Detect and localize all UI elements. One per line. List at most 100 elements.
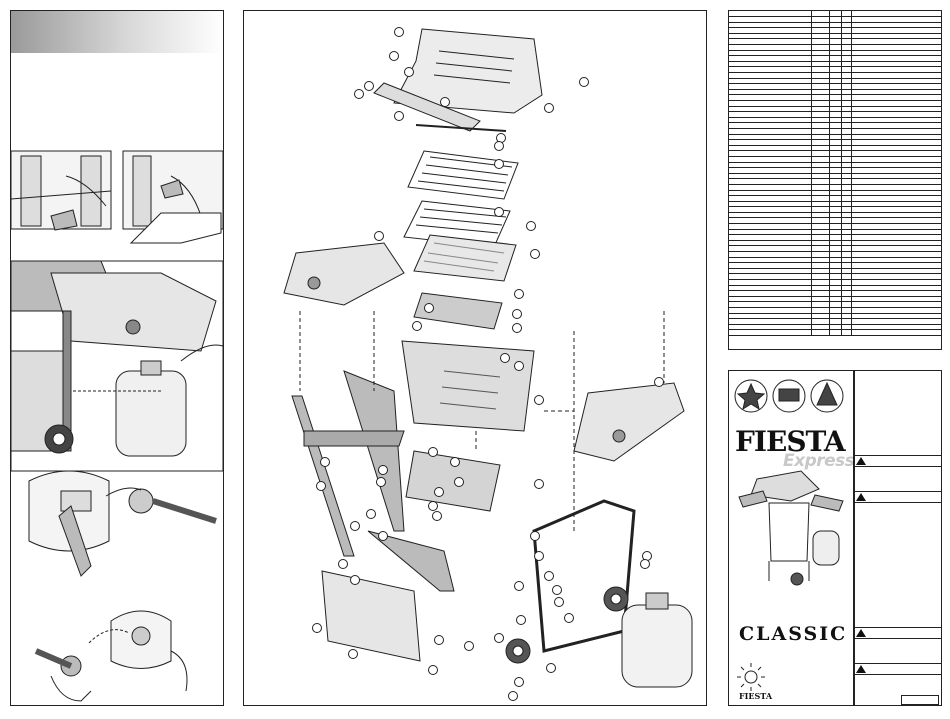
parts-table-row <box>729 206 941 213</box>
parts-table-row <box>729 72 941 79</box>
parts-table-row <box>729 201 941 208</box>
parts-table-cell <box>851 240 941 247</box>
right-side-shelf <box>573 382 685 462</box>
parts-table-cell <box>829 251 842 258</box>
parts-table-cell <box>829 38 842 46</box>
parts-table-cell <box>811 245 830 252</box>
part-callout <box>494 633 504 643</box>
parts-table-cell <box>729 262 812 269</box>
part-callout <box>464 641 474 651</box>
parts-table-cell <box>829 262 842 269</box>
part-callout <box>428 665 438 675</box>
parts-table-cell <box>829 201 842 208</box>
parts-table-row <box>729 324 941 331</box>
part-callout <box>320 457 330 467</box>
part-callout <box>526 221 536 231</box>
parts-table-cell <box>829 329 842 336</box>
parts-table-cell <box>829 44 842 51</box>
parts-table-cell <box>841 33 852 40</box>
parts-table-cell <box>851 178 941 185</box>
parts-table-cell <box>851 285 941 292</box>
parts-table-cell <box>851 94 941 101</box>
exploded-view-drawing <box>283 28 693 688</box>
parts-table-cell <box>829 150 842 157</box>
part-callout <box>534 395 544 405</box>
parts-table-row <box>729 234 941 241</box>
parts-table-row <box>729 329 941 336</box>
parts-table-cell <box>811 89 830 96</box>
parts-table-cell <box>811 273 830 280</box>
parts-table-row <box>729 100 941 107</box>
certification-seals <box>734 379 844 691</box>
parts-table-cell <box>729 234 812 241</box>
model-name: CLASSIC <box>739 623 848 645</box>
parts-table-row <box>729 134 941 141</box>
parts-table-cell <box>851 251 941 258</box>
parts-table-row <box>729 307 941 314</box>
parts-table-cell <box>851 329 941 336</box>
parts-table-cell <box>829 61 842 68</box>
control-panel <box>405 450 501 512</box>
parts-table-cell <box>811 94 830 101</box>
parts-table-cell <box>841 83 852 90</box>
part-callout <box>394 27 404 37</box>
parts-table-cell <box>811 117 830 124</box>
parts-table-cell <box>829 72 842 79</box>
parts-table-cell <box>841 240 852 247</box>
parts-table-cell <box>829 301 842 308</box>
parts-table-cell <box>829 94 842 101</box>
parts-table-cell <box>811 285 830 292</box>
grill-lid <box>393 28 543 114</box>
lid-handle <box>373 82 481 132</box>
step-2-illustration <box>11 260 223 472</box>
parts-table-cell <box>729 94 812 101</box>
parts-table-row <box>729 44 941 51</box>
parts-table-cell <box>851 78 941 85</box>
parts-table-cell <box>729 72 812 79</box>
parts-table-row <box>729 83 941 90</box>
parts-table-row <box>729 128 941 135</box>
parts-table-cell <box>811 240 830 247</box>
parts-table-cell <box>811 257 830 264</box>
parts-table-cell <box>851 66 941 73</box>
parts-table-row <box>729 117 941 124</box>
part-callout <box>316 481 326 491</box>
parts-table-cell <box>851 72 941 79</box>
part-callout <box>404 67 414 77</box>
parts-table-row <box>729 217 941 225</box>
parts-table-cell <box>811 167 830 174</box>
parts-table-cell <box>829 100 842 107</box>
parts-table-cell <box>851 268 941 275</box>
parts-table-cell <box>811 162 830 169</box>
parts-table-cell <box>829 206 842 213</box>
grill-product-icon <box>738 470 844 586</box>
parts-table-cell <box>829 268 842 275</box>
parts-table-cell <box>841 234 852 241</box>
parts-table-cell <box>841 201 852 208</box>
warning-triangle-icon <box>856 665 866 673</box>
step-4-illustration <box>34 610 188 702</box>
parts-table-cell <box>829 16 842 23</box>
parts-table-cell <box>841 184 852 191</box>
parts-table-cell <box>729 55 812 62</box>
parts-table-cell <box>841 61 852 68</box>
parts-table-cell <box>851 61 941 68</box>
part-callout <box>364 81 374 91</box>
lava-rock-grate <box>413 234 517 282</box>
parts-table-cell <box>811 44 830 51</box>
warning-triangle-icon <box>856 493 866 501</box>
parts-table-cell <box>729 201 812 208</box>
part-callout <box>312 623 322 633</box>
parts-table-row <box>729 290 941 297</box>
parts-table-cell <box>841 106 852 113</box>
parts-table-cell <box>829 313 842 320</box>
parts-table-cell <box>851 145 941 152</box>
parts-table-cell <box>729 212 812 219</box>
parts-table-cell <box>829 223 842 230</box>
fiesta-sun-logo-icon <box>737 663 765 691</box>
parts-table-cell <box>829 324 842 331</box>
parts-table-cell <box>829 257 842 264</box>
parts-table-row <box>729 279 941 286</box>
parts-table-cell <box>729 245 812 252</box>
parts-table-cell <box>729 301 812 308</box>
